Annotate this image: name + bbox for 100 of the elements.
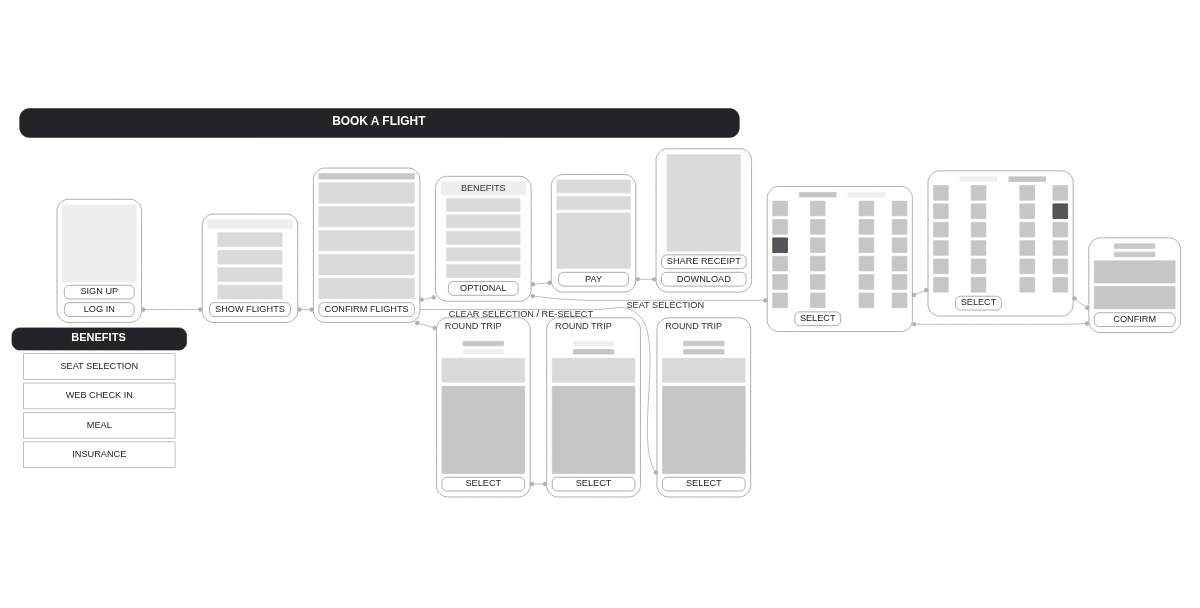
node-box xyxy=(1052,221,1068,237)
node-box xyxy=(446,214,521,228)
node-box xyxy=(1008,175,1046,182)
diagram-title: BOOK A FLIGHT xyxy=(332,113,426,128)
node-box xyxy=(933,239,949,256)
node-box xyxy=(810,292,826,308)
node-box xyxy=(858,292,875,308)
node-box xyxy=(446,263,521,278)
node-box xyxy=(858,273,875,290)
node-box xyxy=(551,357,636,382)
node-box xyxy=(318,172,415,179)
node-box xyxy=(858,237,875,253)
connector xyxy=(297,306,314,312)
node-box xyxy=(1052,203,1068,219)
node-box xyxy=(810,255,826,271)
node-box: SHARE RECEIPT xyxy=(661,254,747,269)
cluster xyxy=(927,169,1074,316)
node-box xyxy=(62,203,137,282)
node-box: BENEFITS xyxy=(11,327,187,350)
node-box xyxy=(970,203,987,219)
cluster xyxy=(766,185,913,332)
node-box: MEAL xyxy=(23,411,176,439)
node-box xyxy=(891,218,908,235)
node-box xyxy=(1114,251,1156,257)
node-box xyxy=(772,292,788,308)
cluster xyxy=(655,147,752,292)
node-box xyxy=(810,200,826,216)
node-box xyxy=(683,348,725,354)
connector xyxy=(419,306,659,475)
node-box xyxy=(933,258,949,274)
node-box xyxy=(1019,184,1035,201)
node-box xyxy=(1052,239,1068,256)
node-box: SELECT xyxy=(794,311,842,326)
node-label: ROUND TRIP xyxy=(665,320,723,331)
node-box xyxy=(933,276,949,292)
node-box xyxy=(207,218,293,229)
node-box xyxy=(1052,276,1068,292)
connector xyxy=(419,294,436,302)
node-box xyxy=(891,237,908,253)
node-box xyxy=(318,181,415,203)
node-box: SELECT xyxy=(662,476,746,491)
node-box xyxy=(772,200,788,216)
node-box: WEB CHECK IN xyxy=(23,382,176,409)
node-box: LOG IN xyxy=(64,301,135,317)
edge-label: SEAT SELECTION xyxy=(626,299,705,310)
cluster xyxy=(435,175,532,302)
node-box: SELECT xyxy=(441,476,526,491)
node-box xyxy=(1019,276,1035,292)
connector xyxy=(911,320,1090,326)
node-box xyxy=(810,218,826,235)
node-box xyxy=(858,255,875,271)
node-box xyxy=(970,258,987,274)
node-box xyxy=(318,229,415,251)
node-box xyxy=(662,385,746,474)
cluster xyxy=(550,173,637,292)
node-box xyxy=(970,184,987,201)
node-box xyxy=(970,276,987,292)
node-box xyxy=(772,273,788,290)
node-box xyxy=(556,195,631,210)
node-box xyxy=(810,273,826,290)
node-box: SELECT xyxy=(955,295,1002,310)
node-box xyxy=(318,205,415,227)
node-box xyxy=(446,230,521,245)
connector xyxy=(530,293,768,303)
node-box xyxy=(772,255,788,271)
connector xyxy=(911,287,929,297)
connector xyxy=(1072,295,1090,310)
node-box xyxy=(891,292,908,308)
node-box xyxy=(933,184,949,201)
node-box xyxy=(1093,260,1176,283)
node-label: ROUND TRIP xyxy=(444,320,502,331)
node-box xyxy=(858,200,875,216)
node-box xyxy=(772,218,788,235)
node-box: CONFIRM xyxy=(1093,311,1176,327)
node-box: DOWNLOAD xyxy=(661,271,747,286)
node-box xyxy=(891,255,908,271)
node-box: PAY xyxy=(558,271,629,286)
node-box xyxy=(1019,239,1035,256)
node-box xyxy=(810,237,826,253)
node-box xyxy=(858,218,875,235)
node-box xyxy=(662,357,746,382)
node-box xyxy=(799,191,837,197)
node-box xyxy=(446,247,521,261)
node-box xyxy=(556,179,631,193)
node-box xyxy=(1019,221,1035,237)
node-box xyxy=(1052,258,1068,274)
node-box: OPTIONAL xyxy=(448,280,519,296)
connector xyxy=(530,280,552,287)
cluster xyxy=(436,316,531,497)
node-box xyxy=(891,200,908,216)
node-box xyxy=(217,249,283,264)
node-box xyxy=(551,385,636,474)
node-box xyxy=(891,273,908,290)
node-box: CONFIRM FLIGHTS xyxy=(318,301,415,317)
node-box: SIGN UP xyxy=(64,284,135,299)
node-box xyxy=(666,153,741,252)
node-box xyxy=(318,253,415,275)
node-box xyxy=(217,266,283,282)
node-box xyxy=(683,340,725,346)
cluster xyxy=(201,213,299,323)
